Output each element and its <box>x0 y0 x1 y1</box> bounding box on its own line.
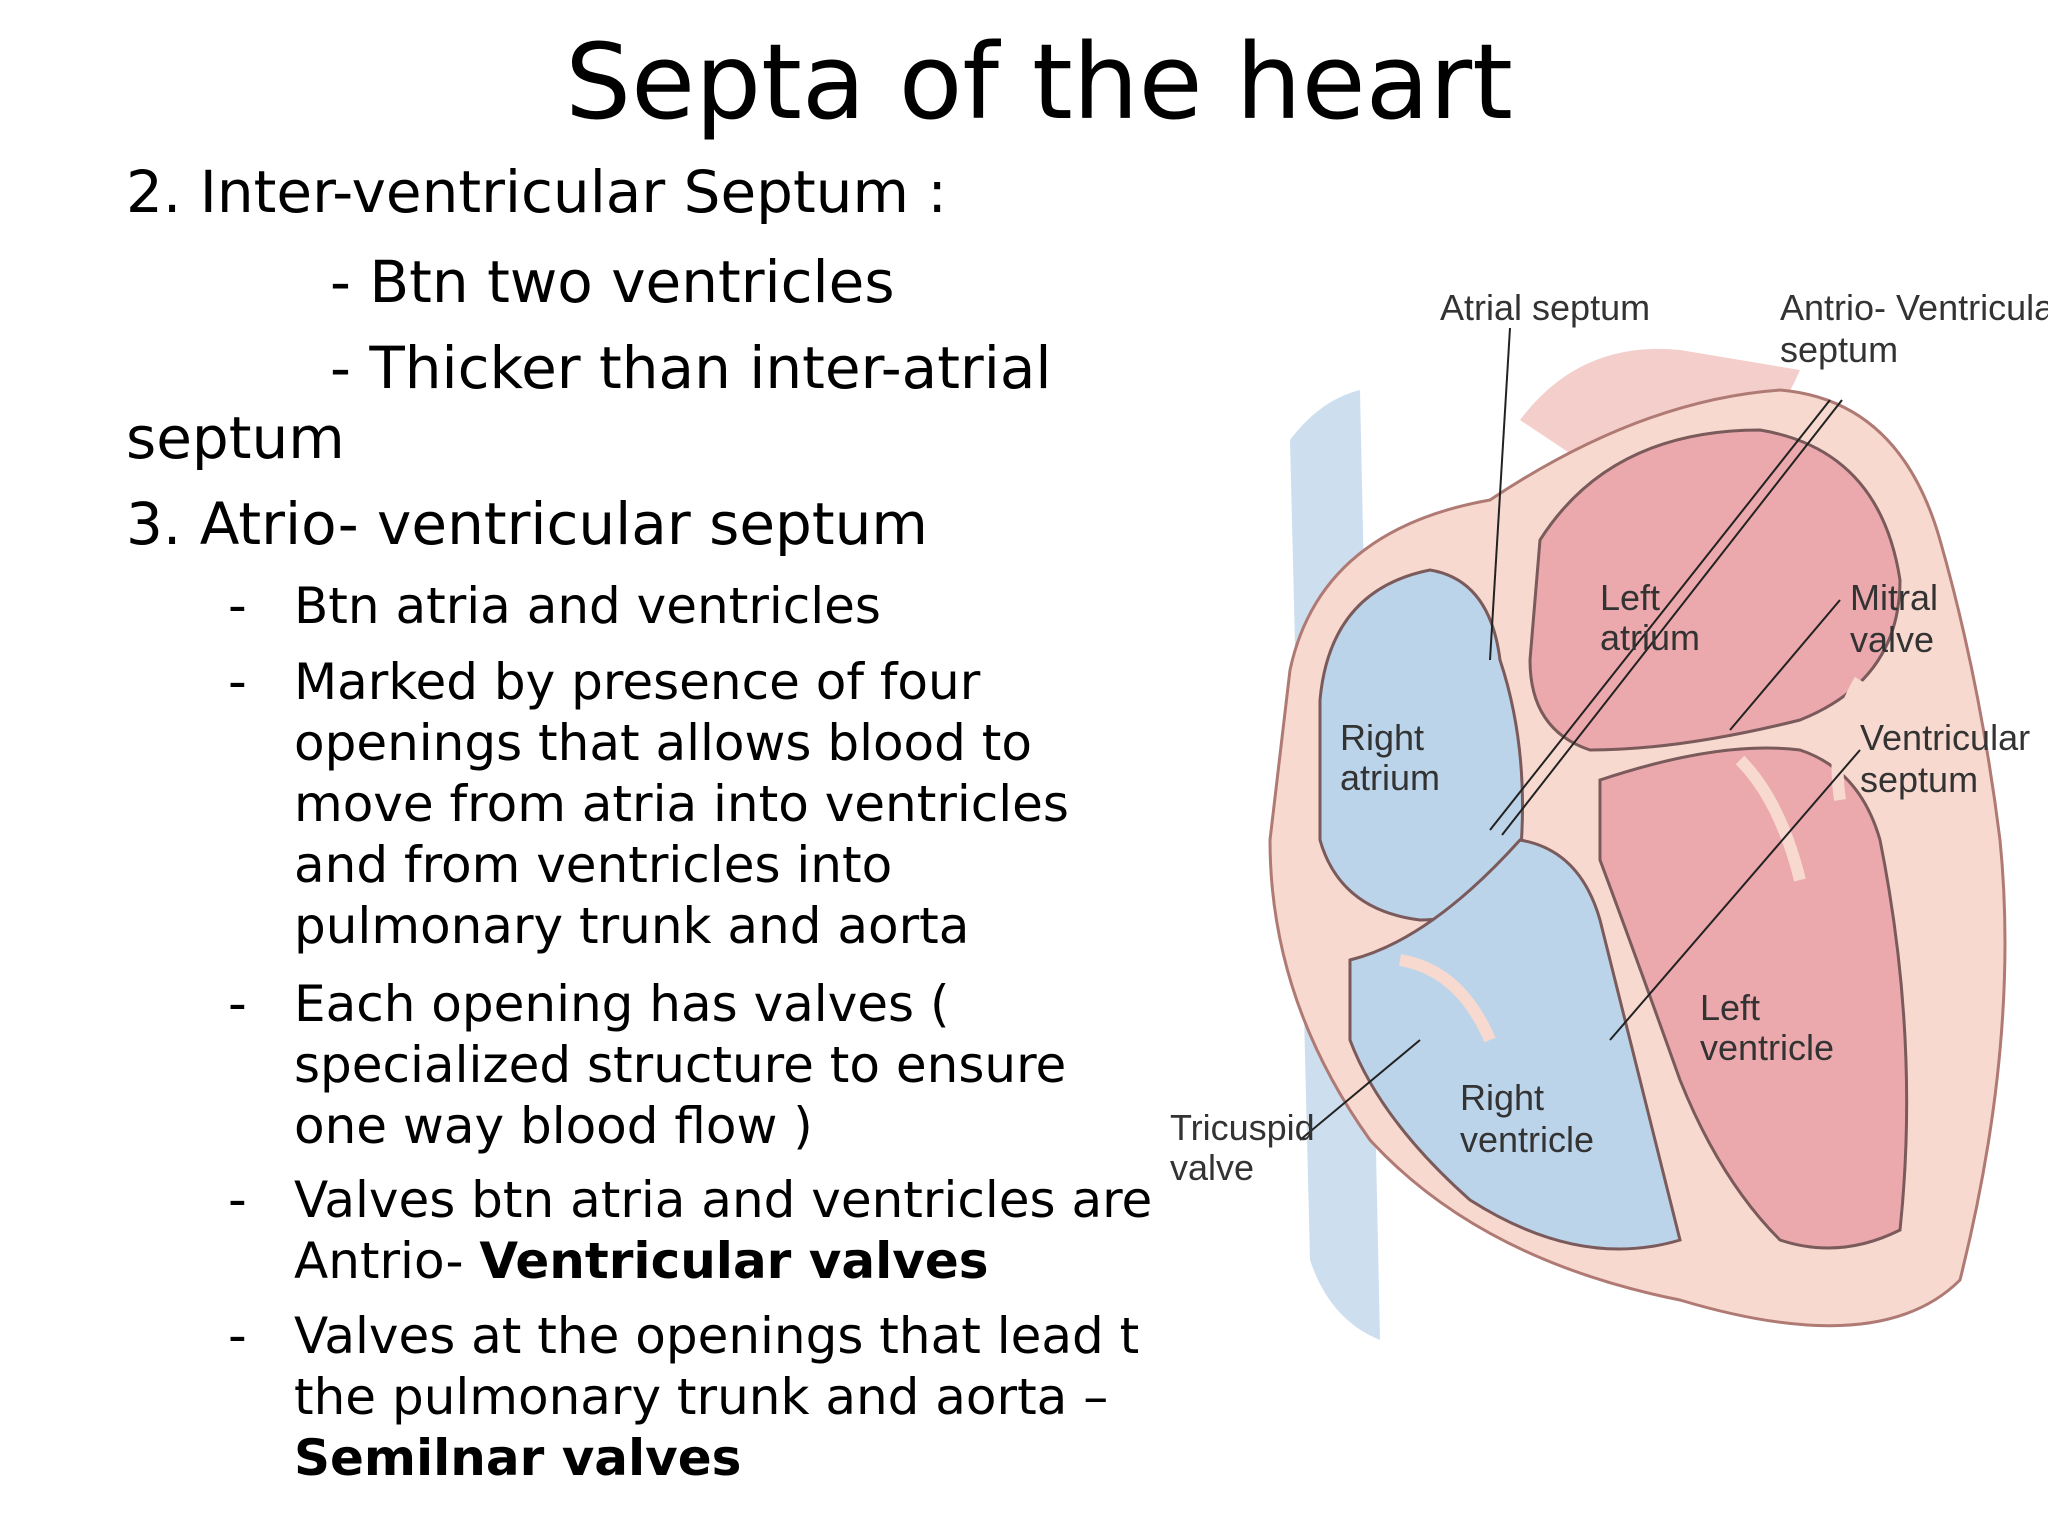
label-left-atrium-line1: Left <box>1600 577 1660 618</box>
av-septum-pointer-2 <box>1501 399 1843 836</box>
heart-diagram: Atrial septum Antrio- Ventricular septum… <box>1170 287 2048 1340</box>
label-right-ventricle-line2: ventricle <box>1460 1119 1594 1160</box>
label-tricuspid-line1: Tricuspid <box>1170 1107 1315 1148</box>
bullet-text-plain: Valves at the openings that lead t the p… <box>294 1307 1140 1426</box>
section2-sub2-line2: septum <box>126 404 345 472</box>
ventricular-septum-pointer <box>1609 749 1861 1041</box>
section3-heading: 3. Atrio- ventricular septum <box>126 490 928 558</box>
mitral-leaflet <box>1735 755 1806 882</box>
bullet-text-bold: Ventricular valves <box>479 1232 989 1290</box>
label-right-atrium-line2: atrium <box>1340 757 1440 798</box>
label-left-atrium-line2: atrium <box>1600 617 1700 658</box>
label-left-ventricle-line2: ventricle <box>1700 1027 1834 1068</box>
label-right-atrium-line1: Right <box>1340 717 1424 758</box>
mitral-pointer <box>1729 599 1841 731</box>
label-mitral-line2: valve <box>1850 619 1934 660</box>
label-ventricular-septum-line2: septum <box>1860 759 1978 800</box>
bullet-dash: - <box>228 576 247 636</box>
section2-sub1: - Btn two ventricles <box>330 248 895 316</box>
label-left-ventricle-line1: Left <box>1700 987 1760 1028</box>
left-ventricle <box>1598 746 1909 1250</box>
right-ventricle <box>1348 838 1682 1251</box>
bullet-text: Valves btn atria and ventricles are Antr… <box>294 1170 1194 1292</box>
label-atrial-septum: Atrial septum <box>1440 287 1650 328</box>
mitral-leaflet-2 <box>1831 676 1866 801</box>
label-right-ventricle-line1: Right <box>1460 1077 1544 1118</box>
label-av-septum-line2: septum <box>1780 329 1898 370</box>
tricuspid-pointer <box>1299 1039 1421 1141</box>
bullet-text: Each opening has valves ( specialized st… <box>294 975 1067 1155</box>
bullet-text-bold: Semilnar valves <box>294 1429 742 1487</box>
bullet-dash: - <box>228 652 247 712</box>
label-mitral-line1: Mitral <box>1850 577 1938 618</box>
section2-heading: 2. Inter-ventricular Septum : <box>126 158 947 226</box>
bullet-text: Marked by presence of four openings that… <box>294 653 1069 955</box>
label-ventricular-septum-line1: Ventricular <box>1860 717 2030 758</box>
atrial-septum-pointer <box>1489 327 1511 661</box>
bullet-text-plain: Valves btn atria and ventricles are Antr… <box>294 1171 1153 1290</box>
bullet-text: Btn atria and ventricles <box>294 577 881 635</box>
av-septum-pointer-1 <box>1489 399 1831 831</box>
left-atrium <box>1528 428 1902 752</box>
bullet-text: Valves at the openings that lead t the p… <box>294 1306 1164 1489</box>
page-title: Septa of the heart <box>565 21 1513 143</box>
label-av-septum-line1: Antrio- Ventricular <box>1780 287 2048 328</box>
bullet-dash: - <box>228 974 247 1034</box>
label-tricuspid-line2: valve <box>1170 1147 1254 1188</box>
bullet-dash: - <box>228 1170 247 1230</box>
tricuspid-leaflet <box>1398 954 1496 1043</box>
right-atrium <box>1318 568 1524 922</box>
section2-sub2-line1: - Thicker than inter-atrial <box>330 334 1052 402</box>
bullet-dash: - <box>228 1306 247 1366</box>
